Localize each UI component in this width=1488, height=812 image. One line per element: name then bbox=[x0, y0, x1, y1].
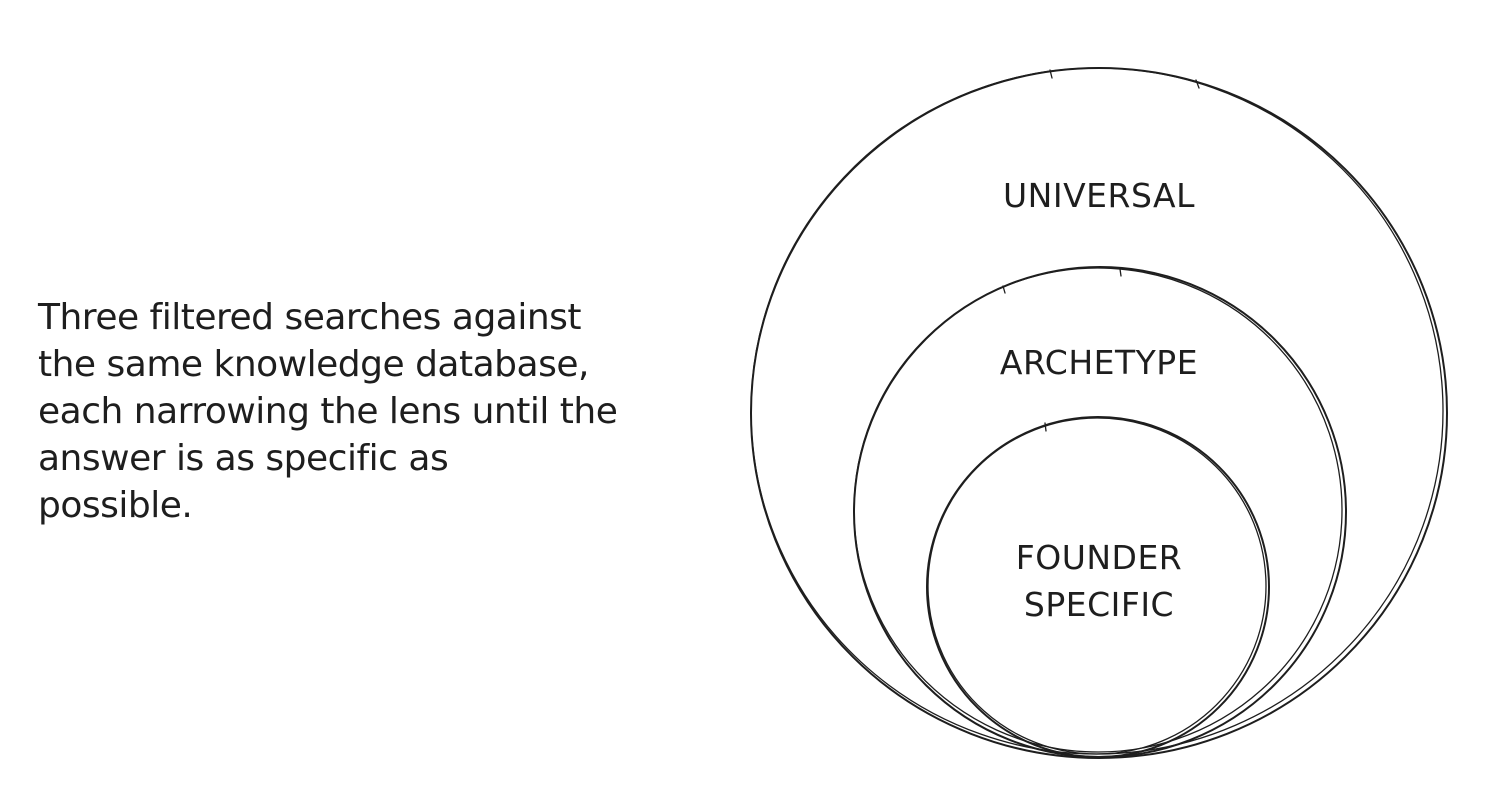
founder-label: FOUNDER bbox=[1016, 538, 1183, 577]
description-line-5: possible. bbox=[38, 485, 193, 526]
description-line-4: answer is as specific as bbox=[38, 438, 449, 479]
archetype-label: ARCHETYPE bbox=[1000, 343, 1198, 382]
universal-ring bbox=[750, 67, 1448, 759]
specific-label: SPECIFIC bbox=[1024, 585, 1174, 624]
description-line-2: the same knowledge database, bbox=[38, 344, 589, 385]
founder-specific-ring bbox=[926, 416, 1270, 758]
description-text: Three filtered searches against the same… bbox=[38, 294, 678, 529]
description-line-3: each narrowing the lens until the bbox=[38, 391, 618, 432]
archetype-ring bbox=[853, 266, 1347, 758]
universal-label: UNIVERSAL bbox=[1003, 176, 1195, 215]
description-line-1: Three filtered searches against bbox=[38, 297, 582, 338]
